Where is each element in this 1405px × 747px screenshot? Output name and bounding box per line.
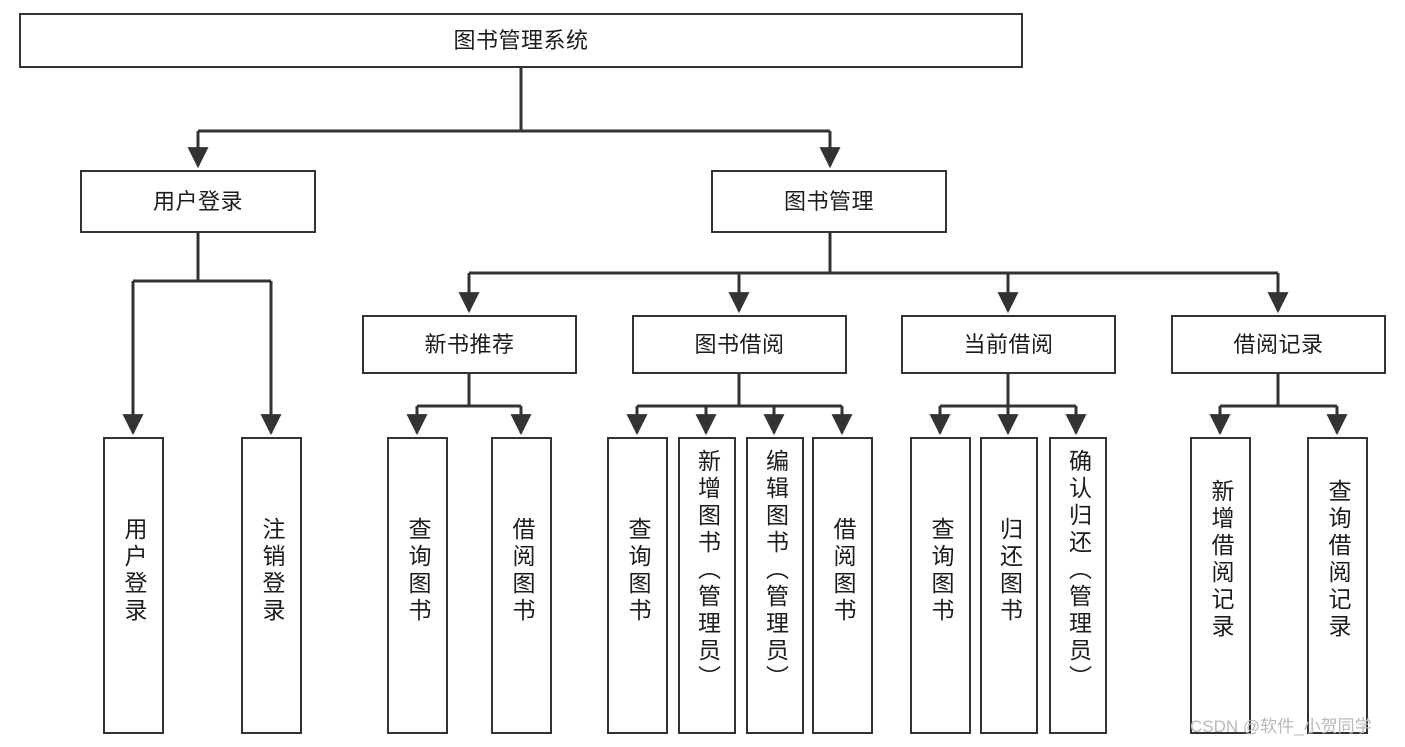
node-current-borrow-label: 当前借阅 <box>963 331 1054 357</box>
node-leaf-query-book-2-label: 查询图书 <box>625 517 651 625</box>
node-book-manage-label: 图书管理 <box>783 188 874 214</box>
node-leaf-borrow-book-2-label: 借阅图书 <box>830 517 856 625</box>
node-leaf-borrow-book-1[interactable]: 借阅图书 <box>491 437 552 734</box>
node-leaf-logout-login-label: 注销登录 <box>259 517 285 625</box>
node-root-label: 图书管理系统 <box>453 27 589 53</box>
node-leaf-confirm-return-label: 确认归还（管理员） <box>1065 449 1092 692</box>
node-leaf-return-book[interactable]: 归还图书 <box>980 437 1038 734</box>
node-leaf-add-record-label: 新增借阅记录 <box>1208 479 1234 641</box>
node-borrow-record-label: 借阅记录 <box>1233 331 1324 357</box>
node-leaf-query-book-1-label: 查询图书 <box>405 517 431 625</box>
node-new-book-recommend[interactable]: 新书推荐 <box>362 315 577 374</box>
node-book-borrow-label: 图书借阅 <box>694 331 785 357</box>
node-leaf-add-book-label: 新增图书（管理员） <box>694 449 721 692</box>
node-current-borrow[interactable]: 当前借阅 <box>901 315 1116 374</box>
node-leaf-user-login[interactable]: 用户登录 <box>103 437 164 734</box>
node-leaf-return-book-label: 归还图书 <box>996 517 1023 625</box>
node-leaf-edit-book[interactable]: 编辑图书（管理员） <box>746 437 804 734</box>
node-user-login[interactable]: 用户登录 <box>80 170 316 233</box>
node-user-login-label: 用户登录 <box>152 188 243 214</box>
node-leaf-query-record[interactable]: 查询借阅记录 <box>1307 437 1368 734</box>
node-leaf-edit-book-label: 编辑图书（管理员） <box>762 449 789 692</box>
node-book-manage[interactable]: 图书管理 <box>711 170 947 233</box>
node-leaf-logout-login[interactable]: 注销登录 <box>241 437 302 734</box>
node-leaf-add-record[interactable]: 新增借阅记录 <box>1190 437 1251 734</box>
csdn-watermark: CSDN @软件_小贺同学 <box>1190 717 1372 736</box>
node-leaf-query-book-3-label: 查询图书 <box>928 517 954 625</box>
node-leaf-query-book-2[interactable]: 查询图书 <box>607 437 668 734</box>
node-leaf-query-book-1[interactable]: 查询图书 <box>387 437 448 734</box>
node-borrow-record[interactable]: 借阅记录 <box>1171 315 1386 374</box>
node-leaf-query-record-label: 查询借阅记录 <box>1325 479 1351 641</box>
node-leaf-borrow-book-1-label: 借阅图书 <box>509 517 535 625</box>
node-leaf-add-book[interactable]: 新增图书（管理员） <box>678 437 736 734</box>
node-root-book-management-system[interactable]: 图书管理系统 <box>19 13 1023 68</box>
node-new-book-recommend-label: 新书推荐 <box>424 331 515 357</box>
node-leaf-query-book-3[interactable]: 查询图书 <box>910 437 971 734</box>
node-leaf-borrow-book-2[interactable]: 借阅图书 <box>812 437 873 734</box>
node-book-borrow[interactable]: 图书借阅 <box>632 315 847 374</box>
node-leaf-user-login-label: 用户登录 <box>121 517 147 625</box>
node-leaf-confirm-return[interactable]: 确认归还（管理员） <box>1049 437 1107 734</box>
